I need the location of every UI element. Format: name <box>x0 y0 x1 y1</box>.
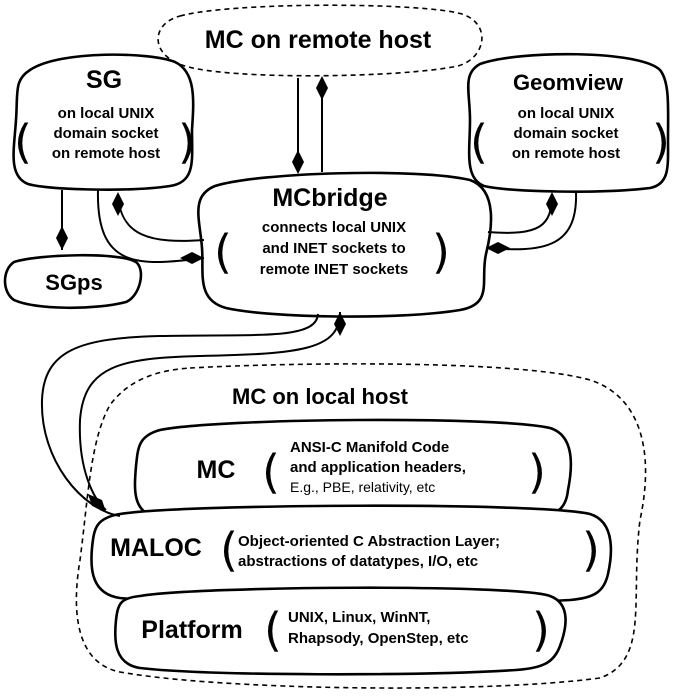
bridge-to-sg-line <box>117 193 205 242</box>
sg-line-2: domain socket <box>53 125 158 142</box>
mc-open-paren: ( <box>262 445 280 499</box>
mcbridge-line-1: connects local UNIX <box>262 219 406 236</box>
geomview-to-bridge-line <box>485 191 578 251</box>
geomview-close-paren: ) <box>652 115 670 169</box>
platform-line-1: UNIX, Linux, WinNT, <box>288 609 430 626</box>
mcbridge-title: MCbridge <box>272 184 387 212</box>
arrowhead-maloc <box>88 494 106 512</box>
sg-title: SG <box>86 66 122 94</box>
arrowhead-geomview <box>546 192 558 216</box>
sg-line-3: on remote host <box>52 145 160 162</box>
platform-title: Platform <box>141 616 242 644</box>
mcbridge-line-2: and INET sockets to <box>262 240 405 257</box>
arrowhead-bridge-bottom <box>334 312 346 336</box>
platform-open-paren: ( <box>264 603 282 657</box>
geomview-line-2: domain socket <box>513 125 618 142</box>
sg-node[interactable] <box>12 53 195 191</box>
maloc-close-paren: ) <box>582 523 600 577</box>
bridge-to-geomview-line <box>487 193 553 234</box>
remote-host-title: MC on remote host <box>205 26 432 54</box>
maloc-title: MALOC <box>110 534 202 562</box>
geomview-title: Geomview <box>513 70 624 95</box>
geomview-line-1: on local UNIX <box>518 105 615 122</box>
maloc-open-paren: ( <box>220 523 238 577</box>
mcbridge-line-3: remote INET sockets <box>260 261 408 278</box>
mc-close-paren: ) <box>528 445 546 499</box>
mcbridge-close-paren: ) <box>432 225 450 279</box>
maloc-line-1: Object-oriented C Abstraction Layer; <box>238 533 500 550</box>
sg-to-bridge-line <box>96 189 205 264</box>
mc-line-3: E.g., PBE, relativity, etc <box>290 479 435 495</box>
bridge-to-maloc-line <box>78 311 341 511</box>
arrowhead-bridge-left <box>180 252 204 264</box>
local-host-title: MC on local host <box>232 384 409 409</box>
sgps-node[interactable] <box>3 253 143 310</box>
geomview-line-3: on remote host <box>512 145 620 162</box>
maloc-to-bridge-line <box>40 313 319 517</box>
mcbridge-open-paren: ( <box>214 225 232 279</box>
local-host-boundary <box>75 363 647 689</box>
maloc-node[interactable] <box>90 504 613 606</box>
sg-line-1: on local UNIX <box>58 105 155 122</box>
geomview-node[interactable] <box>466 52 670 193</box>
maloc-line-2: abstractions of datatypes, I/O, etc <box>238 553 478 570</box>
platform-close-paren: ) <box>532 603 550 657</box>
sg-close-paren: ) <box>178 115 196 169</box>
mcbridge-node[interactable] <box>197 171 493 318</box>
remote-host-boundary <box>157 4 483 77</box>
geomview-open-paren: ( <box>470 115 488 169</box>
mc-line-1: ANSI-C Manifold Code <box>290 439 449 456</box>
mc-title: MC <box>197 456 236 484</box>
platform-node[interactable] <box>113 586 567 676</box>
arrowhead-bridge-top <box>292 150 304 174</box>
arrowhead-bridge-right <box>486 242 510 254</box>
sgps-title: SGps <box>45 270 102 295</box>
arrowhead-sgps <box>56 226 68 250</box>
sg-open-paren: ( <box>14 115 32 169</box>
mc-line-2: and application headers, <box>290 459 466 476</box>
platform-line-2: Rhapsody, OpenStep, etc <box>288 630 469 647</box>
arrowhead-sg <box>112 192 124 216</box>
arrowhead-remote <box>316 76 328 100</box>
